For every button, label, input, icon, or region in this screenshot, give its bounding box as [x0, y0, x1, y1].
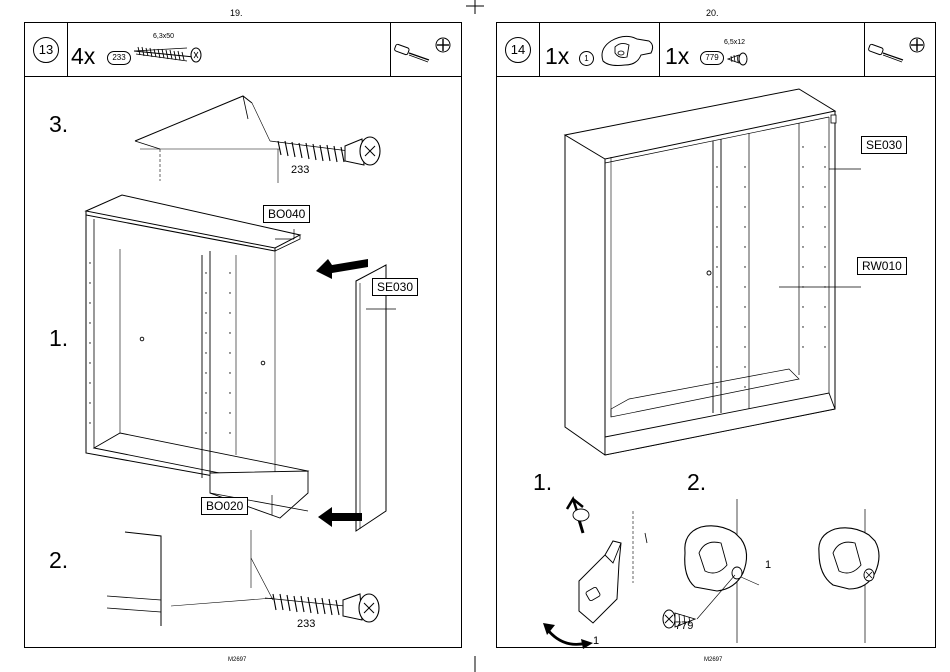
- label-side-panel: SE030: [861, 136, 907, 154]
- wardrobe-drawing: [559, 87, 859, 467]
- tool-box: [390, 23, 461, 76]
- page-number-left: 19.: [230, 8, 243, 18]
- part-2-quantity: 1x: [665, 43, 689, 70]
- screw-callout-top: 233: [291, 164, 309, 176]
- phillips-head-icon: [433, 35, 453, 55]
- step-number-box: 14: [497, 23, 540, 76]
- bracket-mounted-detail: [813, 493, 923, 643]
- step-13-header: 13 4x 233 6,3x50: [25, 23, 461, 77]
- bracket-bend-detail: [533, 493, 673, 643]
- label-bottom-panel: BO020: [201, 497, 248, 515]
- substep-2-number: 2.: [687, 469, 706, 496]
- screw-callout-bottom: 233: [297, 618, 315, 630]
- tool-box: [864, 23, 935, 76]
- detail-bracket-label: 1: [765, 559, 771, 571]
- step-number: 13: [33, 37, 59, 63]
- part-1-number: 1: [579, 51, 594, 66]
- small-screw-icon: [725, 50, 751, 70]
- label-rail: RW010: [857, 257, 907, 275]
- label-top-panel: BO040: [263, 205, 310, 223]
- cabinet-assembly-drawing: [80, 193, 400, 523]
- step-14-header: 14 1x 1 1x 779 6,5x12: [497, 23, 935, 77]
- part-2-size: 6,5x12: [724, 39, 745, 46]
- detail-part-label: 1: [593, 635, 599, 647]
- step-14-panel: 14 1x 1 1x 779 6,5x12: [496, 22, 936, 648]
- label-side-panel: SE030: [372, 278, 418, 296]
- detail-screw-label: 779: [675, 620, 693, 632]
- bottom-screw-detail: [105, 528, 405, 628]
- header-separator: [659, 23, 660, 76]
- step-number: 14: [505, 37, 531, 63]
- part-number: 233: [107, 51, 131, 65]
- step-number-box: 13: [25, 23, 68, 76]
- part-2-number: 779: [700, 51, 724, 65]
- footer-code-left: M2697: [228, 657, 246, 663]
- screwdriver-icon: [867, 43, 907, 67]
- part-quantity: 4x: [71, 43, 95, 70]
- substep-3-number: 3.: [49, 111, 68, 138]
- page-number-right: 20.: [706, 8, 719, 18]
- corner-screw-detail: [130, 91, 390, 201]
- substep-2-number: 2.: [49, 547, 68, 574]
- part-size: 6,3x50: [153, 33, 174, 40]
- screw-icon: [132, 43, 212, 63]
- substep-1-number: 1.: [49, 325, 68, 352]
- substep-1-number: 1.: [533, 469, 552, 496]
- phillips-head-icon: [907, 35, 927, 55]
- screwdriver-icon: [393, 43, 433, 67]
- step-13-panel: 13 4x 233 6,3x50 3. 1. 2.: [24, 22, 462, 648]
- bracket-icon: [597, 31, 657, 71]
- footer-code-right: M2697: [704, 657, 722, 663]
- part-1-quantity: 1x: [545, 43, 569, 70]
